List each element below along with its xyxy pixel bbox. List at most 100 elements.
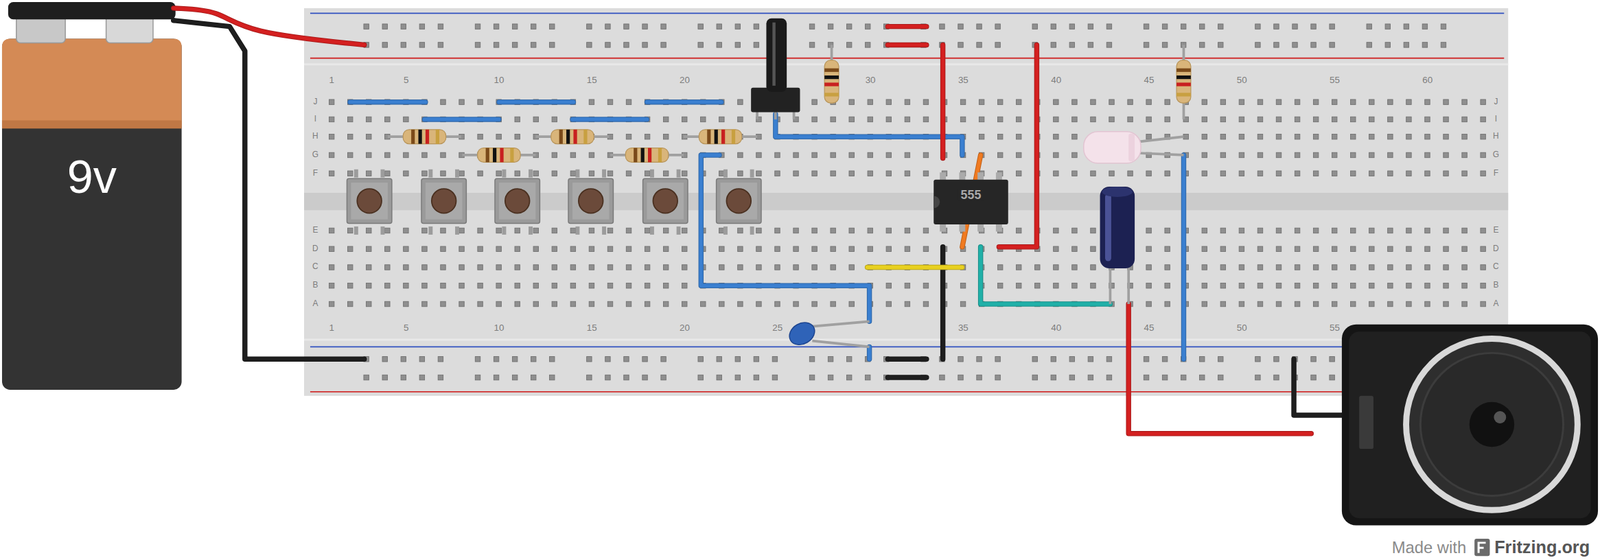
breadboard-hole [642, 42, 648, 48]
breadboard-hole [1238, 152, 1244, 158]
breadboard-hole [756, 152, 762, 158]
breadboard-hole [1313, 133, 1318, 139]
breadboard-hole [1276, 170, 1281, 176]
breadboard-hole [812, 116, 817, 122]
resistor-band [1176, 68, 1191, 73]
breadboard-hole [812, 99, 817, 105]
breadboard-hole [1385, 24, 1390, 29]
breadboard-hole [1164, 116, 1170, 122]
breadboard-hole [812, 264, 817, 270]
jumper-wire [941, 44, 945, 158]
breadboard-hole [422, 264, 427, 270]
breadboard-hole [1443, 170, 1449, 176]
resistor-band [721, 129, 725, 145]
breadboard-hole [1072, 246, 1077, 252]
breadboard-hole [846, 42, 852, 48]
breadboard-hole [1146, 170, 1152, 176]
breadboard-hole [1443, 264, 1449, 270]
breadboard-hole [1146, 99, 1152, 105]
rail-line [310, 346, 1504, 349]
breadboard-hole [533, 246, 539, 252]
breadboard-hole [1164, 99, 1170, 105]
breadboard-hole [347, 301, 353, 307]
pushbutton-leg [428, 169, 433, 178]
breadboard-hole [1255, 374, 1261, 380]
breadboard-hole [830, 116, 836, 122]
breadboard-hole [437, 356, 443, 362]
pushbutton-cap [505, 188, 530, 214]
breadboard-hole [793, 152, 799, 158]
wire-outline [647, 99, 723, 105]
breadboard-hole [385, 264, 390, 270]
breadboard-hole [477, 301, 483, 307]
breadboard-hole [366, 133, 372, 139]
breadboard-hole [328, 301, 334, 307]
pot-shaft-highlight [772, 22, 775, 86]
breadboard-hole [1016, 227, 1022, 233]
breadboard-hole [867, 246, 873, 252]
breadboard-hole [440, 99, 446, 105]
breadboard-hole [735, 374, 740, 380]
breadboard-hole [756, 264, 762, 270]
resistor-body [402, 129, 446, 145]
breadboard-hole [419, 356, 425, 362]
breadboard-hole [366, 264, 372, 270]
breadboard-hole [793, 246, 799, 252]
breadboard-hole [644, 301, 650, 307]
battery-label-box: 9v [2, 136, 182, 217]
breadboard-hole [1313, 170, 1318, 176]
breadboard-hole [700, 301, 706, 307]
breadboard-hole [867, 152, 873, 158]
breadboard-hole [1053, 227, 1059, 233]
breadboard-hole [625, 301, 631, 307]
resistor-band [1176, 82, 1191, 86]
breadboard-hole [1313, 301, 1318, 307]
breadboard-hole [1072, 227, 1077, 233]
breadboard-hole [812, 301, 817, 307]
breadboard-hole [642, 374, 648, 380]
breadboard-hole [533, 170, 539, 176]
pushbutton [494, 169, 540, 235]
breadboard-hole [1424, 246, 1430, 252]
breadboard-hole [570, 246, 576, 252]
breadboard-hole [1257, 283, 1263, 289]
breadboard-hole [382, 356, 388, 362]
breadboard-hole [756, 246, 762, 252]
breadboard-hole [366, 301, 372, 307]
ic-pin [977, 172, 984, 181]
breadboard-hole [1313, 227, 1318, 233]
breadboard-hole [607, 264, 613, 270]
breadboard-hole [1220, 227, 1226, 233]
breadboard-hole [846, 374, 852, 380]
battery-body [2, 38, 182, 390]
breadboard-hole [1406, 152, 1412, 158]
breadboard-hole [719, 227, 725, 233]
breadboard-hole [588, 301, 594, 307]
resistor-band [1176, 92, 1191, 97]
breadboard-hole [1424, 227, 1430, 233]
breadboard-hole [385, 283, 390, 289]
breadboard-hole [1480, 133, 1486, 139]
breadboard-hole [1146, 116, 1152, 122]
breadboard-hole [886, 99, 891, 105]
breadboard-hole [1424, 99, 1430, 105]
breadboard-hole [1053, 116, 1059, 122]
breadboard-hole [1016, 116, 1022, 122]
breadboard-hole [328, 283, 334, 289]
breadboard-hole [1127, 99, 1133, 105]
breadboard-hole [588, 246, 594, 252]
breadboard-hole [1220, 246, 1226, 252]
breadboard-hole [772, 356, 778, 362]
breadboard-hole [1350, 301, 1356, 307]
row-letter: G [312, 151, 319, 160]
breadboard-hole [607, 227, 613, 233]
pushbutton-leg [575, 169, 580, 178]
breadboard-hole [1313, 152, 1318, 158]
breadboard-hole [830, 264, 836, 270]
breadboard-hole [1331, 227, 1337, 233]
speaker-terminal [1359, 396, 1374, 449]
breadboard-hole [1090, 227, 1096, 233]
breadboard-hole [1462, 152, 1467, 158]
breadboard-hole [625, 99, 631, 105]
breadboard-hole [403, 283, 409, 289]
